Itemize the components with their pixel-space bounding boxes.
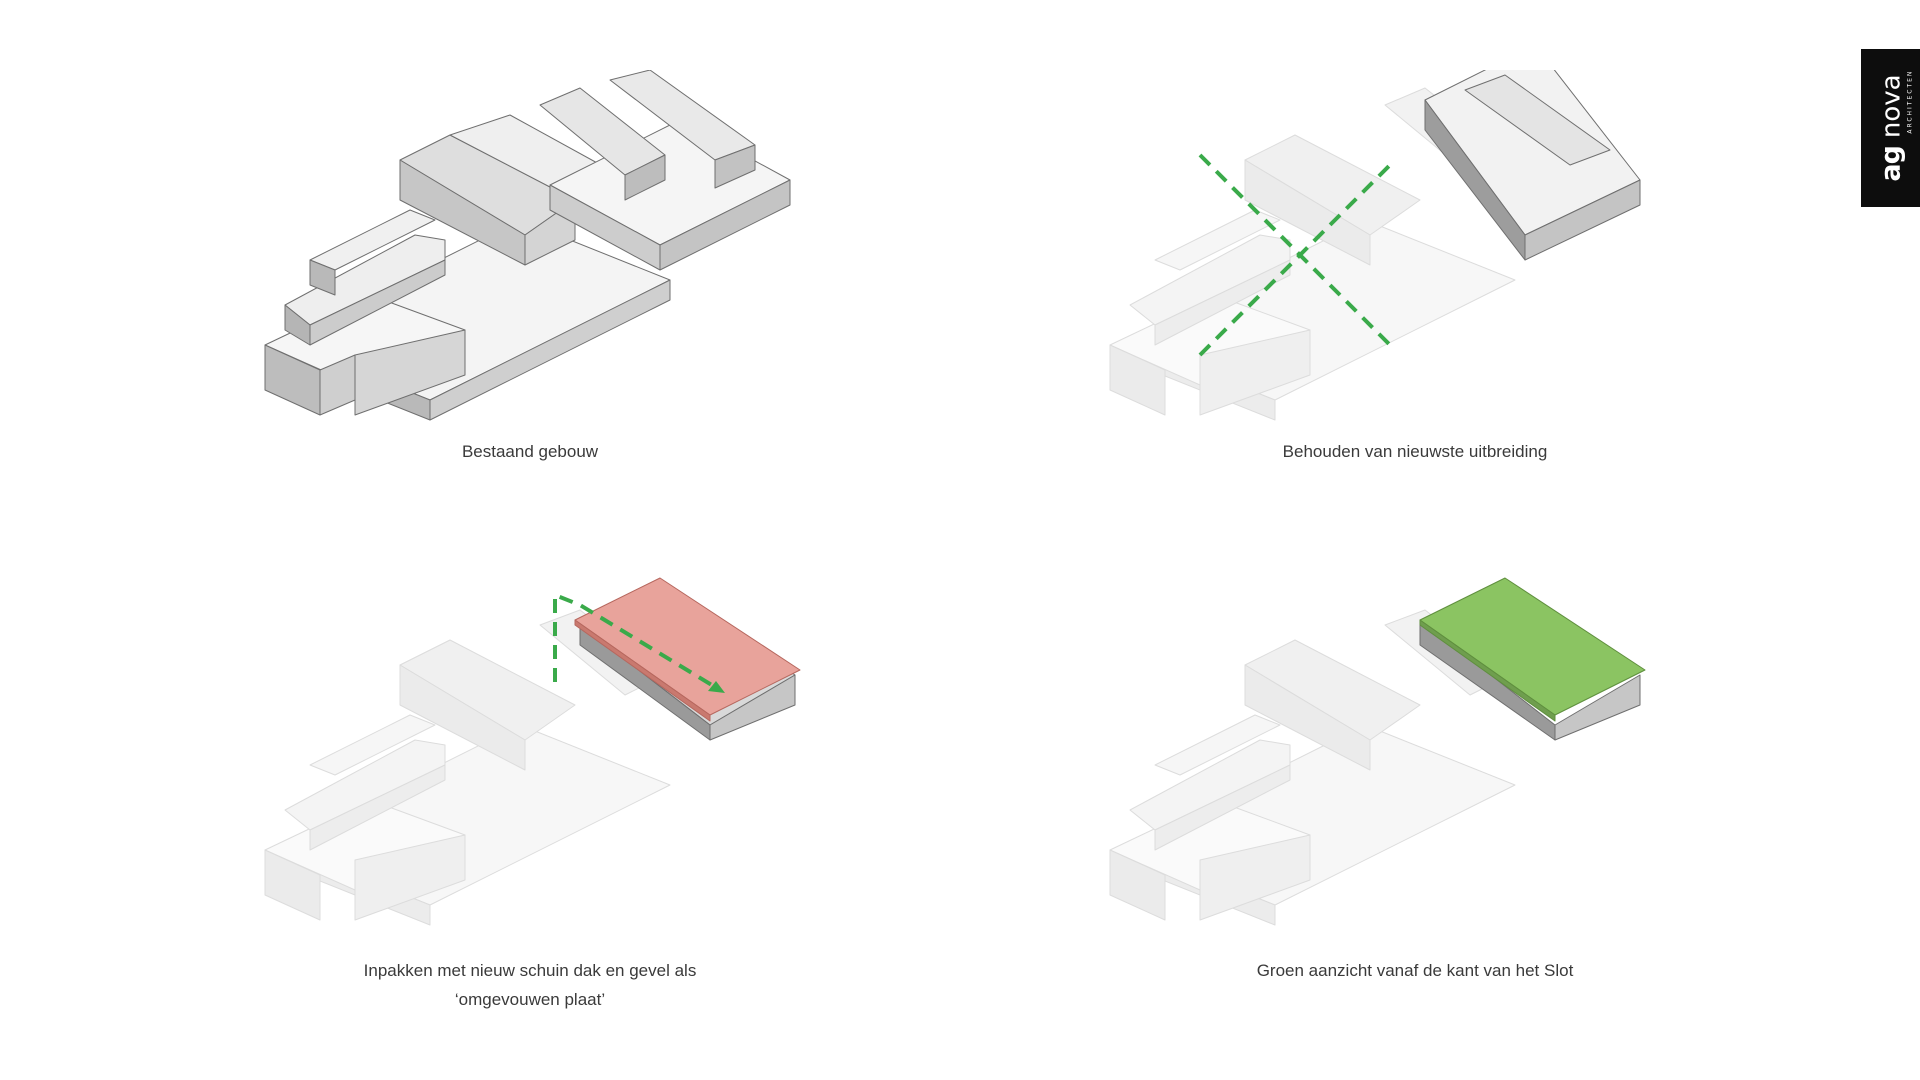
caption-line: Bestaand gebouw (461, 442, 599, 461)
logo-text: ag nova ARCHITECTEN (1875, 70, 1913, 182)
logo-subtitle: ARCHITECTEN (1906, 69, 1913, 134)
ag-nova-logo: ag nova ARCHITECTEN (1861, 49, 1920, 207)
diagram-green-view-from-slot (1095, 575, 1655, 935)
diagram-keep-newest-extension (1095, 70, 1655, 430)
logo-mark: ag (1875, 146, 1906, 182)
massing-model (264, 70, 791, 421)
massing-model (264, 577, 801, 926)
caption-green-view-from-slot: Groen aanzicht vanaf de kant van het Slo… (1175, 956, 1655, 985)
caption-existing-building: Bestaand gebouw (330, 437, 730, 466)
caption-line: ‘omgevouwen plaat’ (454, 990, 606, 1009)
diagram-existing-building (250, 70, 810, 430)
diagram-wrap-with-sloped-roof (250, 575, 810, 935)
massing-model (1109, 70, 1641, 421)
caption-line: Groen aanzicht vanaf de kant van het Slo… (1256, 961, 1574, 980)
logo-word: nova (1875, 74, 1906, 139)
caption-keep-newest-extension: Behouden van nieuwste uitbreiding (1175, 437, 1655, 466)
caption-line: Inpakken met nieuw schuin dak en gevel a… (363, 961, 697, 980)
caption-line: Behouden van nieuwste uitbreiding (1282, 442, 1548, 461)
massing-model (1109, 577, 1646, 926)
caption-wrap-with-sloped-roof: Inpakken met nieuw schuin dak en gevel a… (330, 956, 730, 1014)
